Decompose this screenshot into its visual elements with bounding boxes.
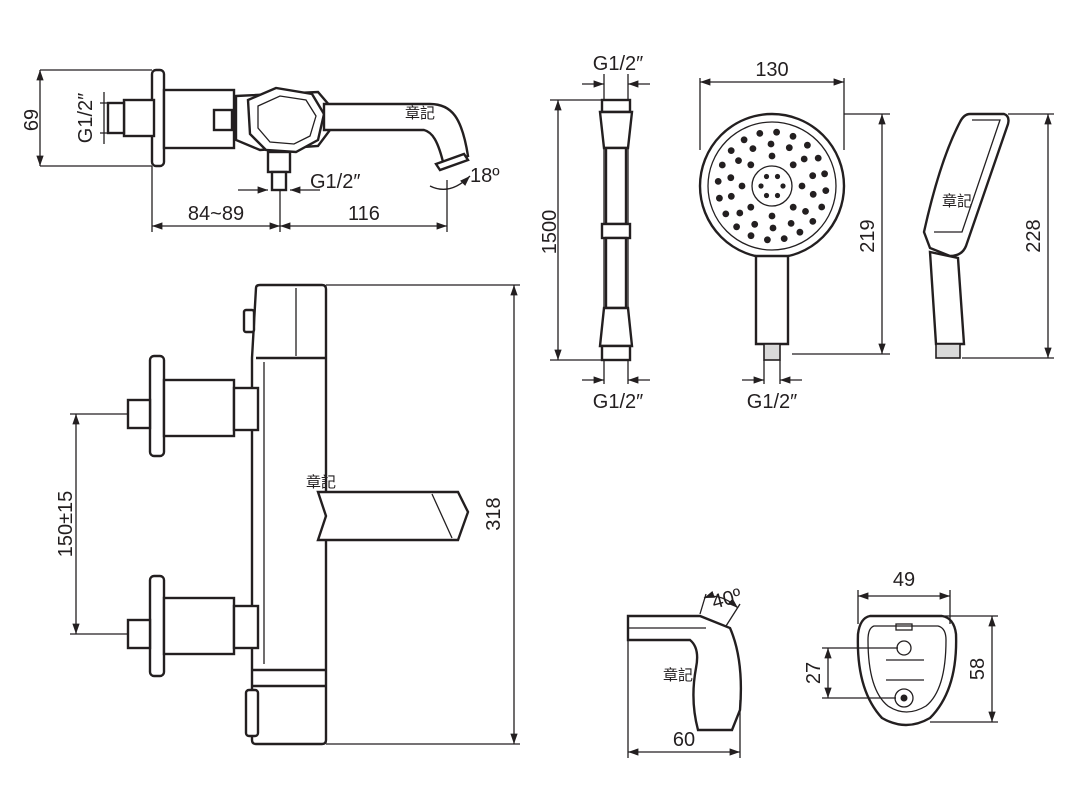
nozzle-dot — [774, 192, 781, 199]
nozzle-dot — [756, 130, 764, 137]
nozzle-dot — [758, 183, 764, 189]
nozzle-dot — [727, 174, 735, 182]
holder-hole-spacing-dimension: 27 — [803, 662, 825, 684]
nozzle-dot — [727, 147, 735, 155]
side-inlet-thread-label: G1/2″ — [75, 93, 97, 143]
nozzle-dot — [736, 209, 744, 217]
holder-back-view — [822, 590, 998, 727]
side-spout-length-dimension: 116 — [348, 203, 380, 225]
side-spout-angle-label: 18º — [470, 165, 500, 187]
nozzle-dot — [749, 145, 757, 153]
nozzle-dot — [747, 203, 755, 211]
handshower-thread-label: G1/2″ — [747, 391, 797, 413]
side-outlet-thread-label: G1/2″ — [310, 171, 360, 193]
front-centers-dimension: 150±15 — [55, 491, 77, 558]
nozzle-dot — [800, 155, 808, 163]
hose-length-dimension: 1500 — [539, 210, 561, 255]
nozzle-dot — [769, 224, 777, 232]
holder-angle-label: 40º — [710, 585, 745, 614]
watermark: 章記 — [663, 666, 693, 684]
nozzle-dot — [773, 128, 780, 136]
nozzle-dot — [738, 182, 746, 190]
nozzle-dot — [789, 161, 797, 169]
handshower-side-view — [922, 112, 1054, 359]
nozzle-dot — [822, 187, 830, 195]
holder-side-view — [626, 590, 743, 758]
nozzle-dot — [809, 190, 817, 198]
watermark: 章記 — [306, 473, 336, 491]
handshower-length-dimension: 219 — [857, 219, 879, 252]
nozzle-dot — [722, 210, 730, 218]
nozzle-dot — [751, 220, 759, 228]
handshower-diameter-dimension: 130 — [755, 59, 788, 81]
nozzle-dot — [747, 161, 755, 169]
holder-depth-dimension: 60 — [673, 729, 695, 751]
nozzle-dot — [802, 208, 809, 215]
nozzle-dot — [785, 144, 793, 152]
nozzle-dot — [763, 192, 770, 199]
nozzle-dot — [733, 223, 740, 231]
holder-width-dimension: 49 — [893, 569, 915, 591]
nozzle-dot — [818, 203, 826, 211]
nozzle-dot — [768, 152, 776, 160]
nozzle-dot — [768, 212, 776, 220]
nozzle-dot — [821, 170, 828, 178]
nozzle-dot — [763, 173, 770, 180]
nozzle-dot — [780, 183, 786, 189]
nozzle-dot — [764, 236, 771, 244]
nozzle-dot — [789, 203, 797, 211]
nozzle-dot — [747, 232, 755, 240]
nozzle-dot — [767, 140, 775, 148]
nozzle-dot — [789, 132, 797, 140]
nozzle-dot — [774, 173, 781, 180]
nozzle-dot — [718, 161, 726, 169]
nozzle-dot — [716, 194, 723, 202]
nozzle-dot — [787, 220, 795, 227]
nozzle-dot — [727, 192, 735, 200]
nozzle-dot — [796, 228, 804, 236]
nozzle-dot — [735, 157, 742, 165]
nozzle-dot — [814, 154, 822, 162]
mixer-front-view — [70, 283, 520, 746]
hose-top-thread-label: G1/2″ — [593, 53, 643, 75]
shower-hose — [550, 74, 650, 384]
mixer-side-view — [36, 68, 471, 232]
holder-height-dimension: 58 — [967, 658, 989, 680]
nozzle-dot — [740, 136, 748, 144]
nozzle-dot — [809, 172, 817, 180]
handshower-side-length-dimension: 228 — [1023, 219, 1045, 252]
watermark: 章記 — [405, 104, 435, 122]
side-height-dimension: 69 — [21, 109, 43, 131]
spray-nozzles — [714, 128, 830, 244]
nozzle-dot — [714, 178, 722, 185]
nozzle-dot — [804, 141, 811, 149]
nozzle-dot — [780, 235, 788, 243]
hose-bottom-thread-label: G1/2″ — [593, 391, 643, 413]
watermark: 章記 — [942, 192, 972, 210]
side-offset-dimension: 84~89 — [188, 203, 244, 225]
nozzle-dot — [809, 218, 817, 225]
nozzle-dot — [798, 182, 806, 190]
front-height-dimension: 318 — [483, 497, 505, 530]
handshower-front-view — [698, 78, 890, 384]
